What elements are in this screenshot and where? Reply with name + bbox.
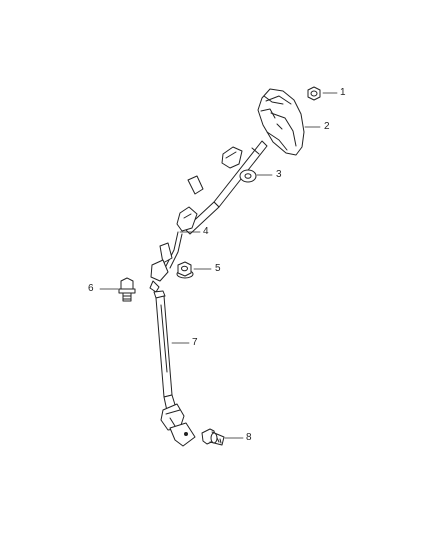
leader-lines [99,92,338,439]
callout-2: 2 [324,121,330,132]
callout-7: 7 [192,337,198,348]
part-6-bolt [118,277,136,302]
part-8-bolt [201,428,225,446]
callout-1: 1 [340,87,346,98]
part-1-nut [307,86,321,101]
callout-4: 4 [203,226,209,237]
callout-3: 3 [276,169,282,180]
part-5-flange-nut [176,261,194,279]
callout-6: 6 [88,283,94,294]
part-3-isolator [239,169,257,183]
part-2-shroud [257,88,305,156]
callout-5: 5 [215,263,221,274]
callout-8: 8 [246,432,252,443]
part-7-intermediate-shaft [153,290,196,447]
